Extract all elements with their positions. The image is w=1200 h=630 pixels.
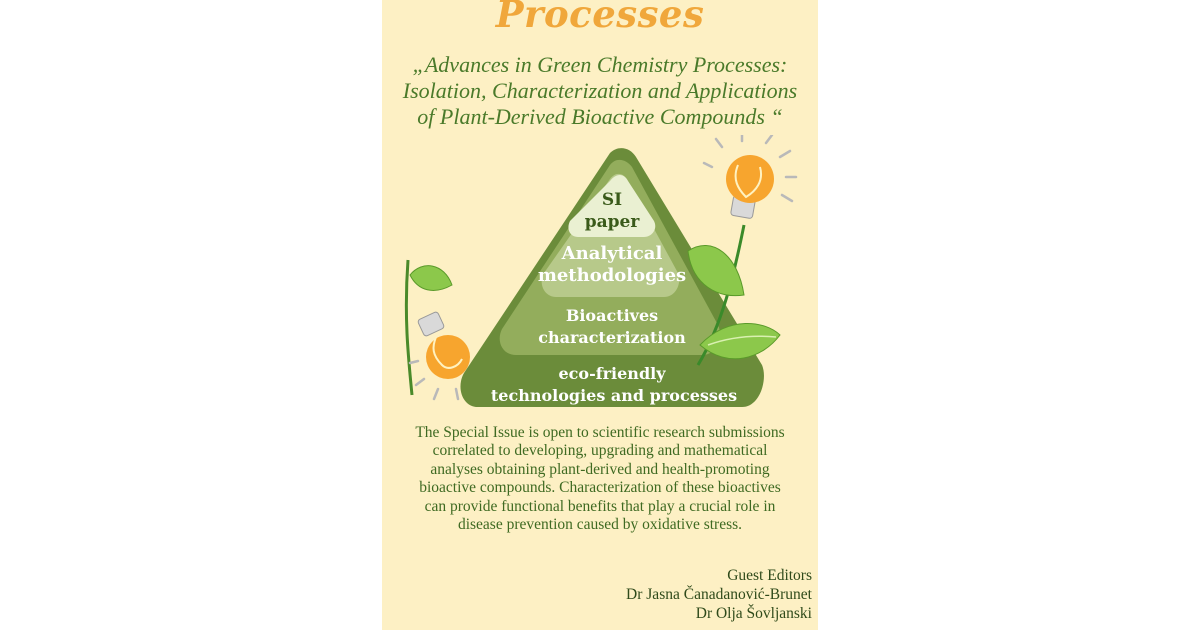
special-issue-title: „Advances in Green Chemistry Processes: … [388,52,812,130]
pyramid-graphic: SI paper Analytical methodologies Bioact… [404,135,798,407]
editor-name: Dr Jasna Čanadanović-Brunet [626,586,812,603]
journal-title: Processes [495,0,705,36]
issue-title-line: of Plant-Derived Bioactive Compounds “ [417,104,783,129]
description-line: bioactive compounds. Characterization of… [419,479,781,497]
right-lightbulb-icon [687,135,798,366]
leaf-icon [699,323,781,360]
tier-analytical-line1: Analytical [561,243,663,264]
tier-eco-line1: eco-friendly [559,364,667,383]
issue-title-line: Isolation, Characterization and Applicat… [402,78,798,103]
leaf-icon [409,265,453,291]
description-line: disease prevention caused by oxidative s… [457,516,743,534]
guest-editors: Guest Editors Dr Jasna Čanadanović-Brune… [626,566,812,623]
tier-si-line2: paper [585,212,641,232]
tier-si-line1: SI [602,190,622,210]
description: The Special Issue is open to scientific … [390,424,810,534]
pyramid [460,148,764,407]
tier-bioactives-line1: Bioactives [566,306,658,325]
tier-analytical-line2: methodologies [538,265,686,286]
tier-eco-line2: technologies and processes [491,386,737,405]
issue-title-line: „Advances in Green Chemistry Processes: [412,52,788,77]
description-line: The Special Issue is open to scientific … [415,424,785,441]
description-line: can provide functional benefits that pla… [424,497,776,515]
editors-heading: Guest Editors [727,567,812,584]
editor-name: Dr Olja Šovljanski [695,605,812,622]
description-line: analyses obtaining plant-derived and hea… [430,460,770,478]
tier-bioactives-line2: characterization [538,328,686,347]
description-line: correlated to developing, upgrading and … [432,442,768,460]
poster: Processes „Advances in Green Chemistry P… [382,0,818,630]
leaf-icon [687,245,745,297]
